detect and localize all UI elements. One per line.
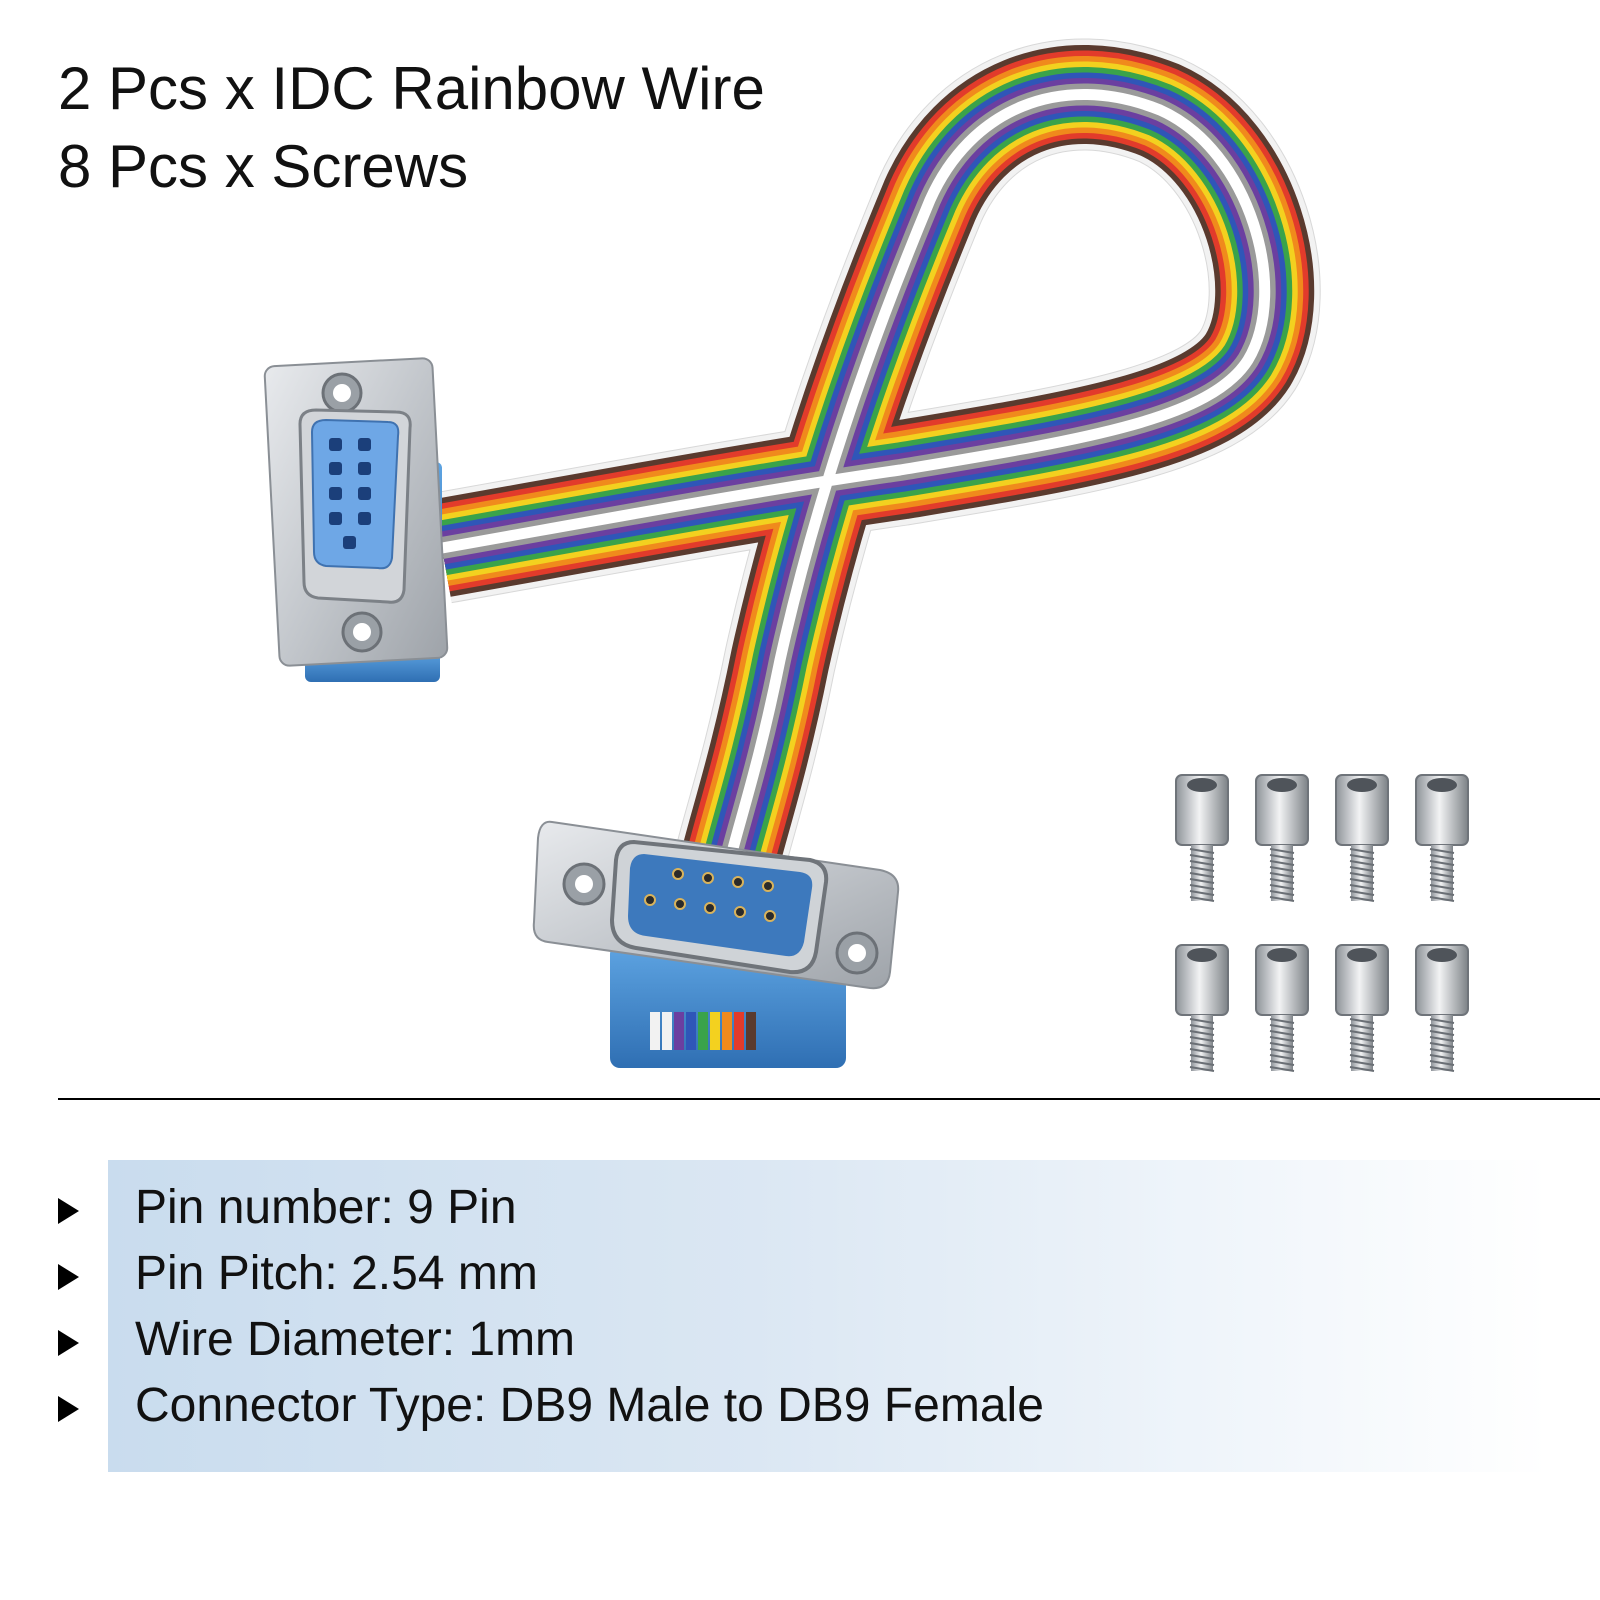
standoff-screw xyxy=(1415,774,1469,902)
standoff-screw xyxy=(1175,944,1229,1072)
spec-wire-diameter: Wire Diameter: 1mm xyxy=(135,1313,576,1366)
standoff-screw xyxy=(1255,774,1309,902)
title-line-cable: 2 Pcs x IDC Rainbow Wire xyxy=(58,55,765,122)
standoff-screw xyxy=(1255,944,1309,1072)
spec-pin-pitch: Pin Pitch: 2.54 mm xyxy=(135,1247,538,1300)
bullet-triangle-icon xyxy=(58,1264,79,1290)
bullet-triangle-icon xyxy=(58,1330,79,1356)
product-photo xyxy=(263,38,1469,1072)
db9-male-connector xyxy=(532,820,900,1068)
db9-female-connector xyxy=(263,357,449,682)
spec-pin-number: Pin number: 9 Pin xyxy=(135,1181,517,1234)
standoff-screw xyxy=(1335,944,1389,1072)
standoff-screws xyxy=(1175,774,1469,1072)
section-divider xyxy=(58,1098,1600,1100)
ribbon-wire-10 xyxy=(441,89,1271,862)
standoff-screw xyxy=(1335,774,1389,902)
title-block: 2 Pcs x IDC Rainbow Wire 8 Pcs x Screws xyxy=(58,50,765,206)
title-line-screws: 8 Pcs x Screws xyxy=(58,133,469,200)
bullet-triangle-icon xyxy=(58,1198,79,1224)
spec-connector-type: Connector Type: DB9 Male to DB9 Female xyxy=(135,1379,1044,1432)
bullet-triangle-icon xyxy=(58,1396,79,1422)
standoff-screw xyxy=(1415,944,1469,1072)
rainbow-ribbon-cable xyxy=(432,38,1321,874)
spec-panel xyxy=(108,1160,1548,1472)
standoff-screw xyxy=(1175,774,1229,902)
